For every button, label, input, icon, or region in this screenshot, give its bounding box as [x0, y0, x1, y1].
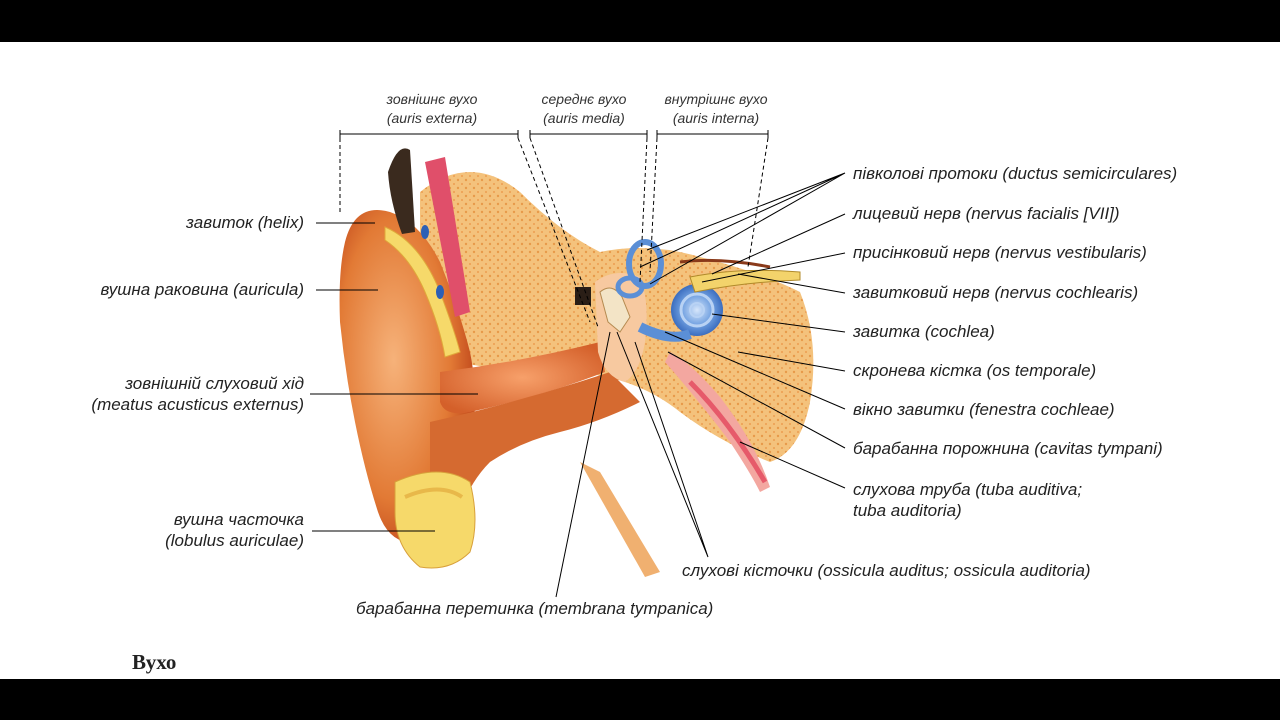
semicircular-canals [626, 239, 664, 289]
ear-illustration [310, 130, 846, 598]
section-brackets [339, 130, 769, 328]
section-middle-latin: (auris media) [543, 110, 625, 126]
label-tuba: слухова труба (tuba auditiva; tuba audit… [853, 479, 1082, 521]
section-internal-latin: (auris interna) [672, 110, 760, 126]
nerve-bundle [689, 269, 801, 293]
section-external: зовнішнє вухо (auris externa) [352, 90, 512, 128]
leader-lines [310, 172, 846, 598]
label-meatus: зовнішній слуховий хід (meatus acusticus… [91, 373, 304, 415]
label-ossicles: слухові кісточки (ossicula auditus; ossi… [682, 561, 1091, 580]
section-external-latin: (auris externa) [386, 110, 478, 126]
label-lobulus-line2: (lobulus auriculae) [165, 531, 304, 550]
section-internal-name: внутрішнє вухо [664, 91, 768, 107]
figure-caption: Вухо [132, 650, 177, 674]
label-cochlea: завитка (cochlea) [853, 322, 995, 341]
section-external-name: зовнішнє вухо [386, 91, 478, 107]
lobule [394, 471, 476, 569]
helix-cartilage [384, 226, 461, 358]
label-tuba-line2: tuba auditoria) [853, 501, 962, 520]
diagram-canvas: зовнішнє вухо (auris externa) середнє ву… [0, 42, 1280, 679]
label-tympanic-cavity: барабанна порожнина (cavitas tympani) [853, 439, 1163, 458]
label-lobulus-line1: вушна часточка [173, 510, 304, 529]
label-facial-nerve: лицевий нерв (nervus facialis [VII]) [853, 204, 1120, 223]
label-fenestra: вікно завитки (fenestra cochleae) [853, 400, 1115, 419]
label-vestibular-nerve: присінковий нерв (nervus vestibularis) [853, 243, 1147, 262]
label-auricula: вушна раковина (auricula) [100, 280, 304, 299]
label-meatus-line2: (meatus acusticus externus) [91, 395, 304, 414]
section-internal: внутрішнє вухо (auris interna) [648, 90, 784, 128]
label-lobulus: вушна часточка (lobulus auriculae) [165, 509, 304, 551]
label-cochlear-nerve: завитковий нерв (nervus cochlearis) [853, 283, 1139, 302]
canal-wall [430, 372, 640, 512]
label-membrane: барабанна перетинка (membrana tympanica) [356, 599, 714, 618]
label-helix: завиток (helix) [186, 213, 304, 232]
label-semicircular: півколові протоки (ductus semicirculares… [853, 164, 1178, 183]
section-middle-name: середнє вухо [541, 91, 627, 107]
hair [388, 148, 415, 234]
ear-canal [440, 342, 605, 414]
label-tuba-line1: слухова труба (tuba auditiva; [853, 480, 1083, 499]
eustachian-tube [665, 352, 770, 492]
section-middle: середнє вухо (auris media) [520, 90, 648, 128]
label-meatus-line1: зовнішній слуховий хід [125, 374, 304, 393]
label-temporal-bone: скронева кістка (os temporale) [853, 361, 1097, 380]
styloid [580, 462, 660, 577]
cochlea [671, 284, 723, 336]
muscle [425, 157, 470, 317]
